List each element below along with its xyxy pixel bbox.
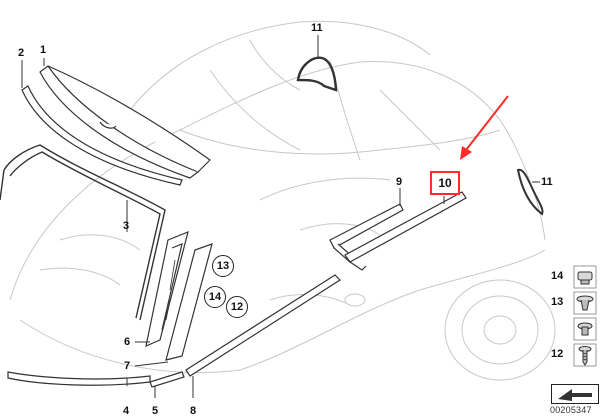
part-3-windshield-frame (0, 144, 166, 321)
part-11-seal-right (516, 168, 544, 216)
callout-2: 2 (18, 47, 25, 59)
callout-5: 5 (152, 405, 159, 417)
callout-14-circle: 14 (204, 286, 226, 308)
legend-row-plug (549, 316, 597, 342)
callout-13-circle: 13 (212, 255, 234, 277)
part-10-molding (344, 191, 467, 271)
reference-number: 00205347 (550, 405, 592, 415)
legend-row-14: 14 (549, 264, 597, 290)
callout-8: 8 (190, 405, 197, 417)
part-7-pillar-trim (165, 243, 213, 361)
clip-icon (573, 265, 597, 289)
callout-3: 3 (123, 220, 130, 232)
legend-num-12: 12 (551, 348, 564, 360)
car-outline-sketch (9, 20, 556, 381)
callout-11-top: 11 (311, 22, 323, 34)
legend-num-14: 14 (551, 270, 564, 282)
part-1-cover-panel (39, 65, 211, 179)
direction-arrow-box (551, 384, 599, 404)
legend-row-13: 13 (549, 290, 597, 316)
plug-icon (573, 317, 597, 341)
callout-10-highlighted: 10 (430, 171, 460, 195)
leader-lines (21, 35, 540, 398)
direction-arrow-icon (558, 389, 592, 401)
legend-num-13: 13 (551, 296, 564, 308)
fastener-legend: 14 13 12 (549, 264, 597, 395)
part-5-strip (149, 371, 185, 388)
part-8-door-strip (185, 274, 341, 377)
callout-7: 7 (124, 360, 131, 372)
expansion-rivet-icon (573, 291, 597, 315)
part-2-strip (21, 85, 183, 186)
part-11-seal-top (296, 56, 338, 92)
highlight-arrow (460, 95, 509, 160)
callout-6: 6 (124, 336, 131, 348)
screw-icon (573, 343, 597, 367)
part-6-pillar-trim (145, 231, 189, 348)
callout-12-circle: 12 (226, 296, 248, 318)
part-4-sill-strip (7, 371, 151, 386)
callout-11-right: 11 (541, 176, 553, 188)
legend-row-12: 12 (549, 342, 597, 368)
callout-4: 4 (123, 405, 130, 417)
callout-1: 1 (40, 44, 47, 56)
callout-9: 9 (396, 176, 403, 188)
